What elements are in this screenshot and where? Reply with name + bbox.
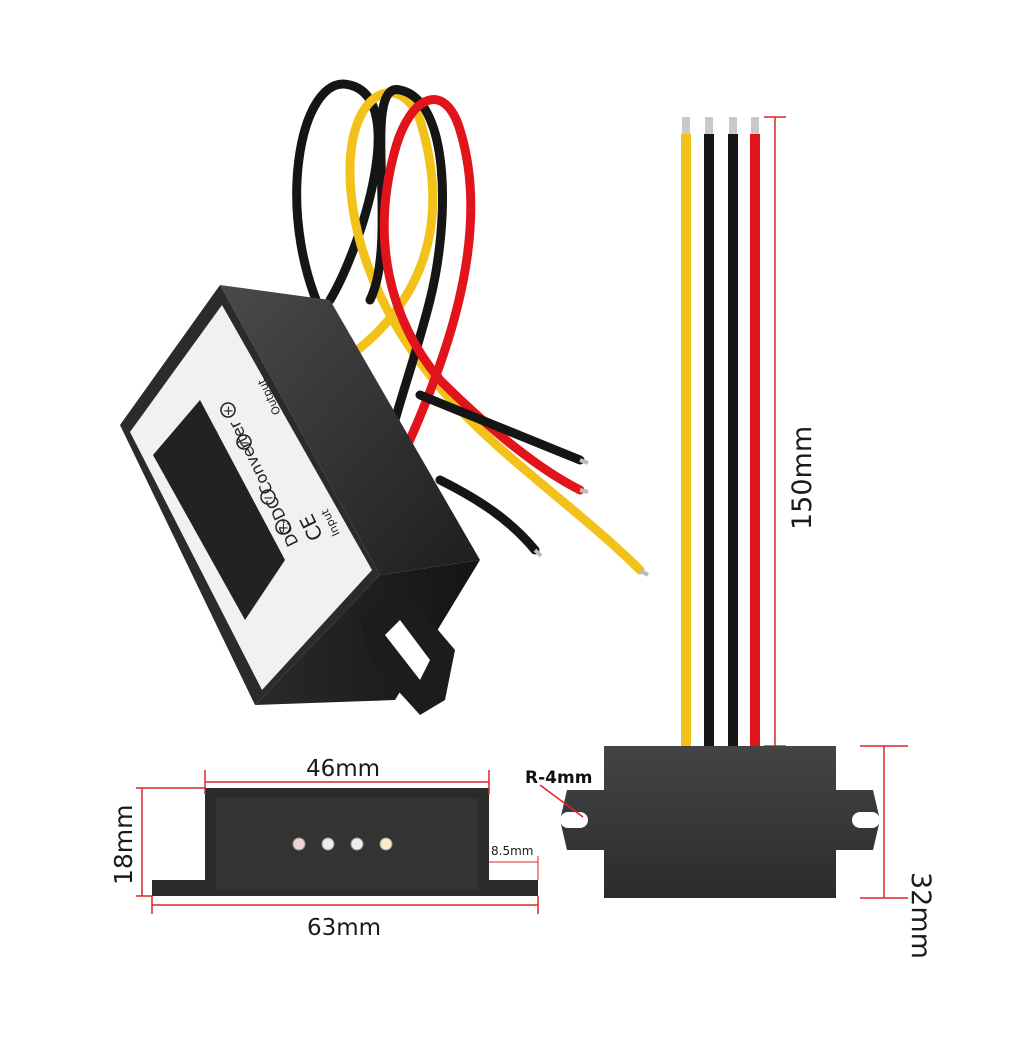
svg-text:−: − [263, 491, 274, 506]
pin-yellow [379, 837, 393, 851]
wire-yellow [681, 134, 691, 746]
front-view: 46mm 18mm 8.5mm 63mm [109, 756, 539, 941]
wire-black-tail [415, 390, 585, 465]
wire-red-loop [370, 95, 585, 520]
side-view: 150mm R-4mm 32mm [525, 116, 936, 959]
label-polarity-symbols: + − − + [220, 402, 291, 536]
dimension-front-width: 46mm [306, 756, 380, 782]
front-housing-inner [216, 798, 478, 890]
housing-top-face [220, 285, 480, 575]
svg-text:−: − [239, 436, 250, 451]
mounting-slot [385, 620, 430, 680]
wire-tip [579, 458, 589, 465]
wire-tip [705, 117, 713, 135]
svg-text:+: + [223, 404, 234, 419]
dimension-front-height: 18mm [109, 804, 138, 885]
wire-yellow-loop [315, 88, 645, 575]
wire-tip [533, 548, 543, 558]
side-slot-right [852, 812, 880, 828]
wire-black-loop-2 [365, 85, 447, 505]
wire-black-loop [292, 79, 383, 335]
wire-black [728, 134, 738, 746]
hole-radius-leader [539, 784, 584, 818]
wire-tip [751, 117, 759, 135]
pin-red [292, 837, 306, 851]
wire-tip [579, 488, 589, 494]
dimension-flange-height: 8.5mm [491, 844, 533, 858]
label-window [153, 400, 285, 620]
wire-red [750, 134, 760, 746]
side-housing [560, 746, 880, 898]
wire-black [704, 134, 714, 746]
svg-text:+: + [278, 521, 289, 536]
dimension-wire-length: 150mm [787, 426, 818, 530]
pin-black [321, 837, 335, 851]
wire-tip [682, 117, 690, 135]
pin-black [350, 837, 364, 851]
side-slot-left [560, 812, 588, 828]
dimension-base-width: 63mm [307, 915, 381, 941]
wire-black-tail-2 [435, 475, 540, 555]
dimension-hole-radius: R-4mm [525, 768, 592, 788]
product-3d-view: CE DC-DC Converter ROHS Input Output + −… [120, 79, 650, 715]
wire-tip [638, 568, 650, 577]
wire-tip [729, 117, 737, 135]
dimension-side-height: 32mm [905, 872, 936, 959]
